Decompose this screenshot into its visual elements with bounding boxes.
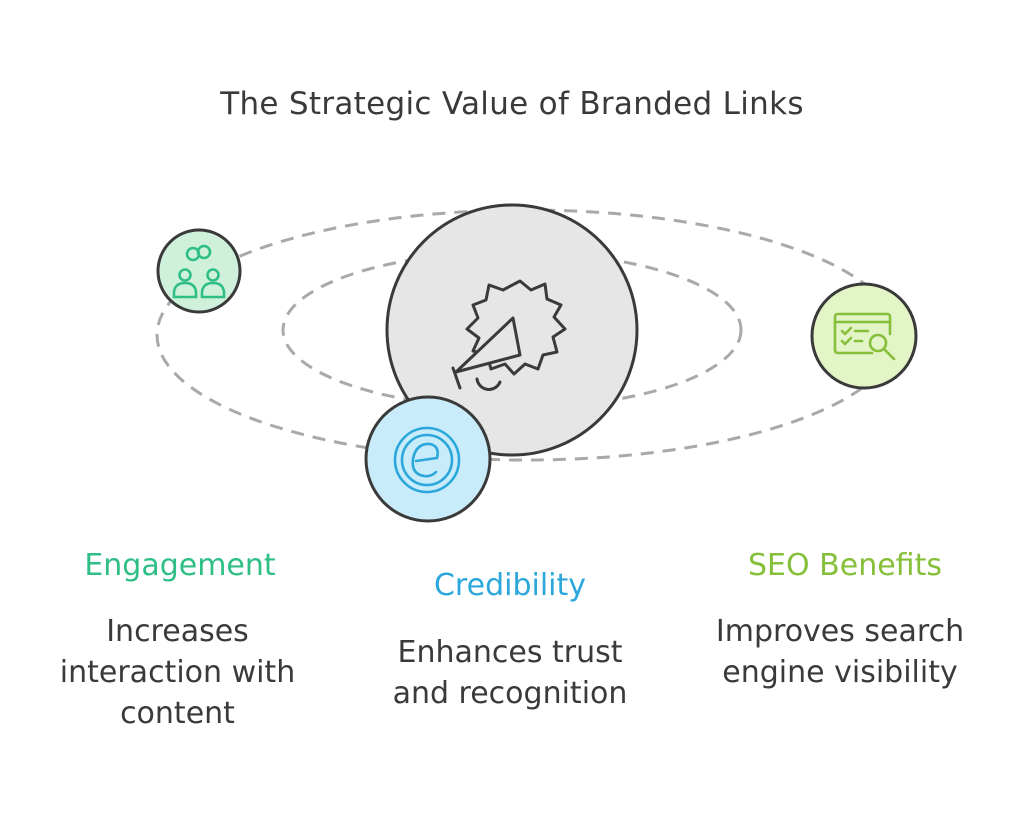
seo-description: Improves search engine visibility xyxy=(715,614,965,690)
seo-label: SEO Benefits xyxy=(748,548,942,583)
seo-circle xyxy=(810,282,918,390)
engagement-circle xyxy=(156,228,242,314)
megaphone-badge-icon xyxy=(451,279,567,391)
inner-orbit xyxy=(281,250,743,410)
credibility-description: Enhances trust and recognition xyxy=(392,635,628,711)
engagement-label: Engagement xyxy=(84,548,276,583)
diagram-title: The Strategic Value of Branded Links xyxy=(220,86,804,122)
e-badge-icon xyxy=(393,426,461,494)
credibility-label: Credibility xyxy=(433,568,587,603)
engagement-description: Increases interaction with content xyxy=(59,614,296,731)
users-link-icon xyxy=(172,244,226,299)
search-window-icon xyxy=(833,312,896,361)
